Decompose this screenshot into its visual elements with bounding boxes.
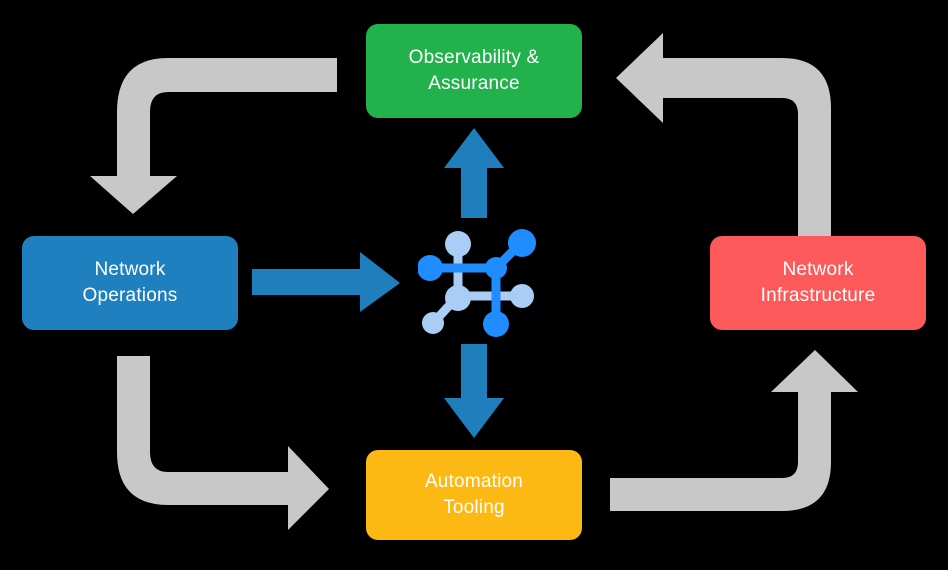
- arrow-automation-to-infrastructure: [610, 350, 858, 511]
- arrow-infrastructure-to-observability: [616, 33, 831, 250]
- node-label-network-operations: Network Operations: [82, 259, 178, 306]
- node-box-network-operations[interactable]: Network Operations: [22, 236, 238, 330]
- node-box-observability[interactable]: Observability & Assurance: [366, 24, 582, 118]
- arrow-operations-to-center: [252, 252, 400, 312]
- arrow-center-to-observability: [444, 128, 504, 218]
- arrow-operations-to-automation: [117, 356, 329, 530]
- network-topology-icon: [418, 229, 536, 337]
- arrow-observability-to-operations: [90, 58, 337, 214]
- topology-secondary-nodes: [422, 231, 534, 334]
- arrow-center-to-automation: [444, 344, 504, 438]
- node-label-network-infrastructure: Network Infrastructure: [760, 259, 876, 306]
- node-box-automation-tooling[interactable]: Automation Tooling: [366, 450, 582, 540]
- node-label-automation-tooling: Automation Tooling: [424, 471, 524, 518]
- node-box-network-infrastructure[interactable]: Network Infrastructure: [710, 236, 926, 330]
- node-label-observability: Observability & Assurance: [408, 47, 540, 94]
- topology-primary-nodes: [418, 229, 536, 337]
